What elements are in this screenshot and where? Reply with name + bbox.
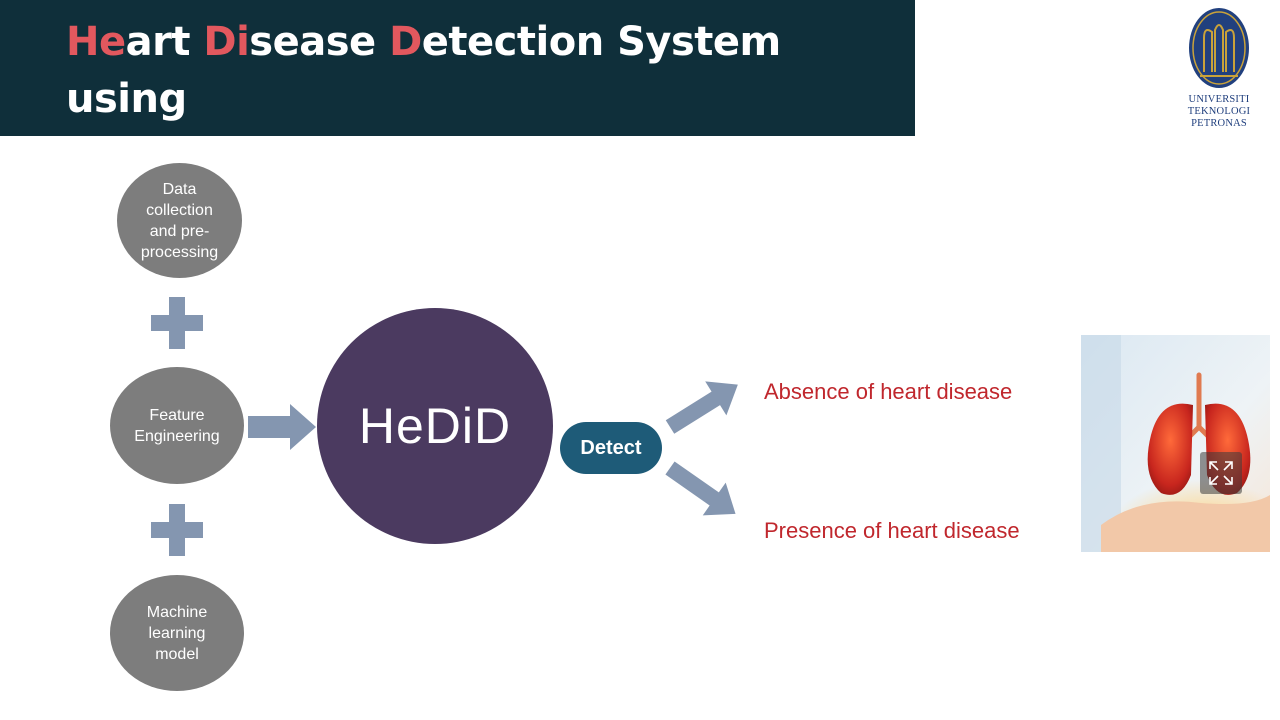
logo-text-line: PETRONAS xyxy=(1191,118,1247,129)
node-label-line: Feature xyxy=(149,406,205,424)
node-label: Feature Engineering xyxy=(134,405,219,447)
title-segment: D xyxy=(389,19,422,65)
arrow-icon xyxy=(665,461,736,516)
logo-text-line: TEKNOLOGI xyxy=(1187,106,1251,117)
central-label: HeDiD xyxy=(358,398,512,454)
ml-model-node: Machine learning model xyxy=(110,575,244,691)
expand-icon xyxy=(1209,461,1233,485)
title-segment: He xyxy=(66,19,126,65)
node-label-line: Data xyxy=(162,180,197,198)
plus-icon xyxy=(151,297,203,349)
arrow-icon xyxy=(665,381,738,434)
feature-engineering-node: Feature Engineering xyxy=(110,367,244,484)
detect-node: Detect xyxy=(560,422,662,474)
title-line-1: Heart Disease Detection System using xyxy=(66,14,906,128)
plus-icon xyxy=(151,504,203,556)
logo-text-line: UNIVERSITI xyxy=(1188,94,1250,105)
detect-label: Detect xyxy=(580,436,642,459)
node-label-line: collection xyxy=(146,201,213,219)
title-segment: sease xyxy=(249,19,390,65)
lungs-photo xyxy=(1081,335,1270,552)
title-segment: etection System using xyxy=(66,19,781,122)
title-segment: art xyxy=(125,19,204,65)
university-emblem-icon xyxy=(1189,8,1249,88)
expand-image-button[interactable] xyxy=(1200,452,1242,494)
node-label: Machine learning model xyxy=(147,602,207,665)
node-label-line: model xyxy=(155,645,199,663)
data-collection-node: Data collection and pre- processing xyxy=(117,163,242,278)
university-logo: UNIVERSITI TEKNOLOGI PETRONAS xyxy=(1180,6,1258,132)
hedid-central-node: HeDiD xyxy=(317,308,553,544)
node-label-line: learning xyxy=(148,624,206,642)
slide-title: Heart Disease Detection System using Mac… xyxy=(66,14,906,185)
presence-outcome-label: Presence of heart disease xyxy=(764,518,1020,543)
title-banner: Heart Disease Detection System using Mac… xyxy=(0,0,915,179)
node-label-line: Machine xyxy=(146,603,208,621)
arrow-icon xyxy=(248,404,316,450)
title-segment: Di xyxy=(203,19,250,65)
node-label-line: Engineering xyxy=(134,427,220,445)
lungs-illustration-icon xyxy=(1081,335,1270,552)
absence-outcome-label: Absence of heart disease xyxy=(764,379,1013,404)
node-label-line: processing xyxy=(140,243,219,261)
node-label: Data collection and pre- processing xyxy=(141,179,218,263)
node-label-line: and pre- xyxy=(149,222,210,240)
